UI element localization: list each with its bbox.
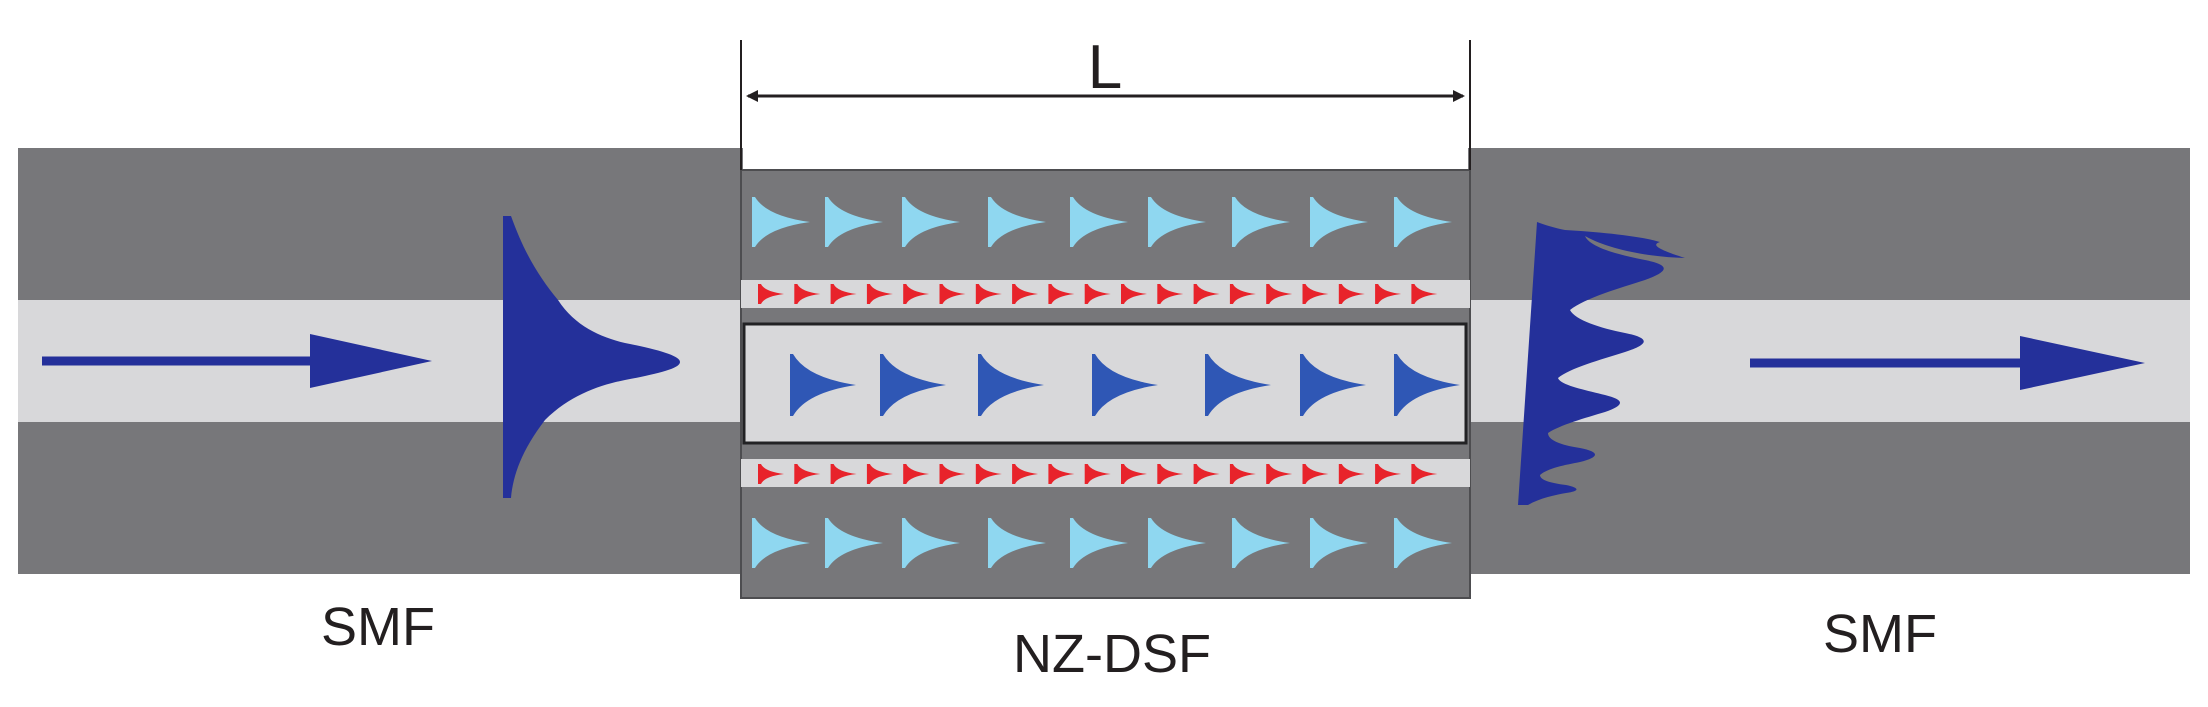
ring-mode-marker (1338, 464, 1365, 484)
distorted-pulse-icon (1518, 222, 1685, 505)
gaussian-pulse-icon (503, 216, 680, 498)
cladding-modes-top (752, 197, 1452, 247)
core-mode-marker (790, 354, 856, 416)
ring-mode-marker (975, 284, 1002, 304)
ring-mode-marker (903, 284, 930, 304)
ring-mode-marker (1048, 284, 1075, 304)
cladding-modes-bottom (752, 518, 1452, 568)
ring-mode-marker (830, 464, 857, 484)
ring-mode-marker (830, 284, 857, 304)
input-arrow-head (310, 334, 432, 388)
length-dimension: L (740, 33, 1471, 170)
cladding-mode-marker (1148, 197, 1206, 247)
input-arrow (42, 334, 432, 388)
cladding-mode-marker (988, 518, 1046, 568)
ring-mode-marker (1157, 464, 1184, 484)
length-label: L (1088, 33, 1122, 102)
cladding-mode-marker (752, 197, 810, 247)
ring-mode-marker (1302, 464, 1329, 484)
ring-mode-marker (939, 284, 966, 304)
ring-mode-marker (1193, 464, 1220, 484)
ring-mode-marker (866, 284, 893, 304)
ring-mode-marker (903, 464, 930, 484)
cladding-mode-marker (1310, 197, 1368, 247)
middle-fiber-label: NZ-DSF (1013, 624, 1211, 684)
ring-mode-marker (1375, 464, 1402, 484)
cladding-mode-marker (1394, 197, 1452, 247)
cladding-mode-marker (752, 518, 810, 568)
ring-mode-marker (1193, 284, 1220, 304)
cladding-mode-marker (1070, 197, 1128, 247)
ring-mode-marker (939, 464, 966, 484)
ring-mode-marker (1084, 464, 1111, 484)
cladding-mode-marker (825, 518, 883, 568)
core-mode-marker (978, 354, 1044, 416)
ring-mode-marker (1121, 284, 1147, 304)
cladding-mode-marker (1394, 518, 1452, 568)
cladding-mode-marker (1148, 518, 1206, 568)
output-arrow-head (2020, 336, 2145, 390)
ring-mode-marker (1375, 284, 1402, 304)
cladding-mode-marker (902, 197, 960, 247)
ring-mode-marker (1084, 284, 1111, 304)
ring-mode-marker (1302, 284, 1329, 304)
output-arrow (1750, 336, 2145, 390)
ring-mode-marker (1048, 464, 1075, 484)
ring-mode-marker (1229, 284, 1256, 304)
ring-mode-marker (1121, 464, 1147, 484)
ring-mode-marker (1266, 284, 1293, 304)
ring-mode-marker (1229, 464, 1256, 484)
core-mode-marker (880, 354, 946, 416)
cladding-mode-marker (1070, 518, 1128, 568)
cladding-mode-marker (902, 518, 960, 568)
ring-mode-marker (758, 464, 784, 484)
ring-mode-marker (1157, 284, 1184, 304)
input-pulse (503, 216, 680, 498)
ring-mode-marker (1012, 464, 1039, 484)
left-fiber-label: SMF (321, 597, 435, 657)
core-mode-marker (1205, 354, 1271, 416)
cladding-mode-marker (1310, 518, 1368, 568)
right-fiber-label: SMF (1823, 604, 1937, 664)
ring-mode-marker (1411, 284, 1438, 304)
cladding-mode-marker (1232, 518, 1290, 568)
cladding-mode-marker (1232, 197, 1290, 247)
ring-modes-bottom (758, 464, 1438, 484)
core-mode-marker (1394, 354, 1460, 416)
ring-mode-marker (1012, 284, 1039, 304)
ring-mode-marker (758, 284, 784, 304)
ring-mode-marker (975, 464, 1002, 484)
ring-mode-marker (794, 284, 821, 304)
core-mode-marker (1092, 354, 1158, 416)
output-pulse (1518, 222, 1685, 505)
ring-mode-marker (794, 464, 821, 484)
cladding-mode-marker (988, 197, 1046, 247)
cladding-mode-marker (825, 197, 883, 247)
nzdsf-lower-ring (741, 459, 1470, 487)
ring-mode-marker (866, 464, 893, 484)
ring-mode-marker (1338, 284, 1365, 304)
ring-modes-top (758, 284, 1438, 304)
ring-mode-marker (1411, 464, 1438, 484)
core-mode-marker (1300, 354, 1366, 416)
core-modes (790, 354, 1460, 416)
ring-mode-marker (1266, 464, 1293, 484)
